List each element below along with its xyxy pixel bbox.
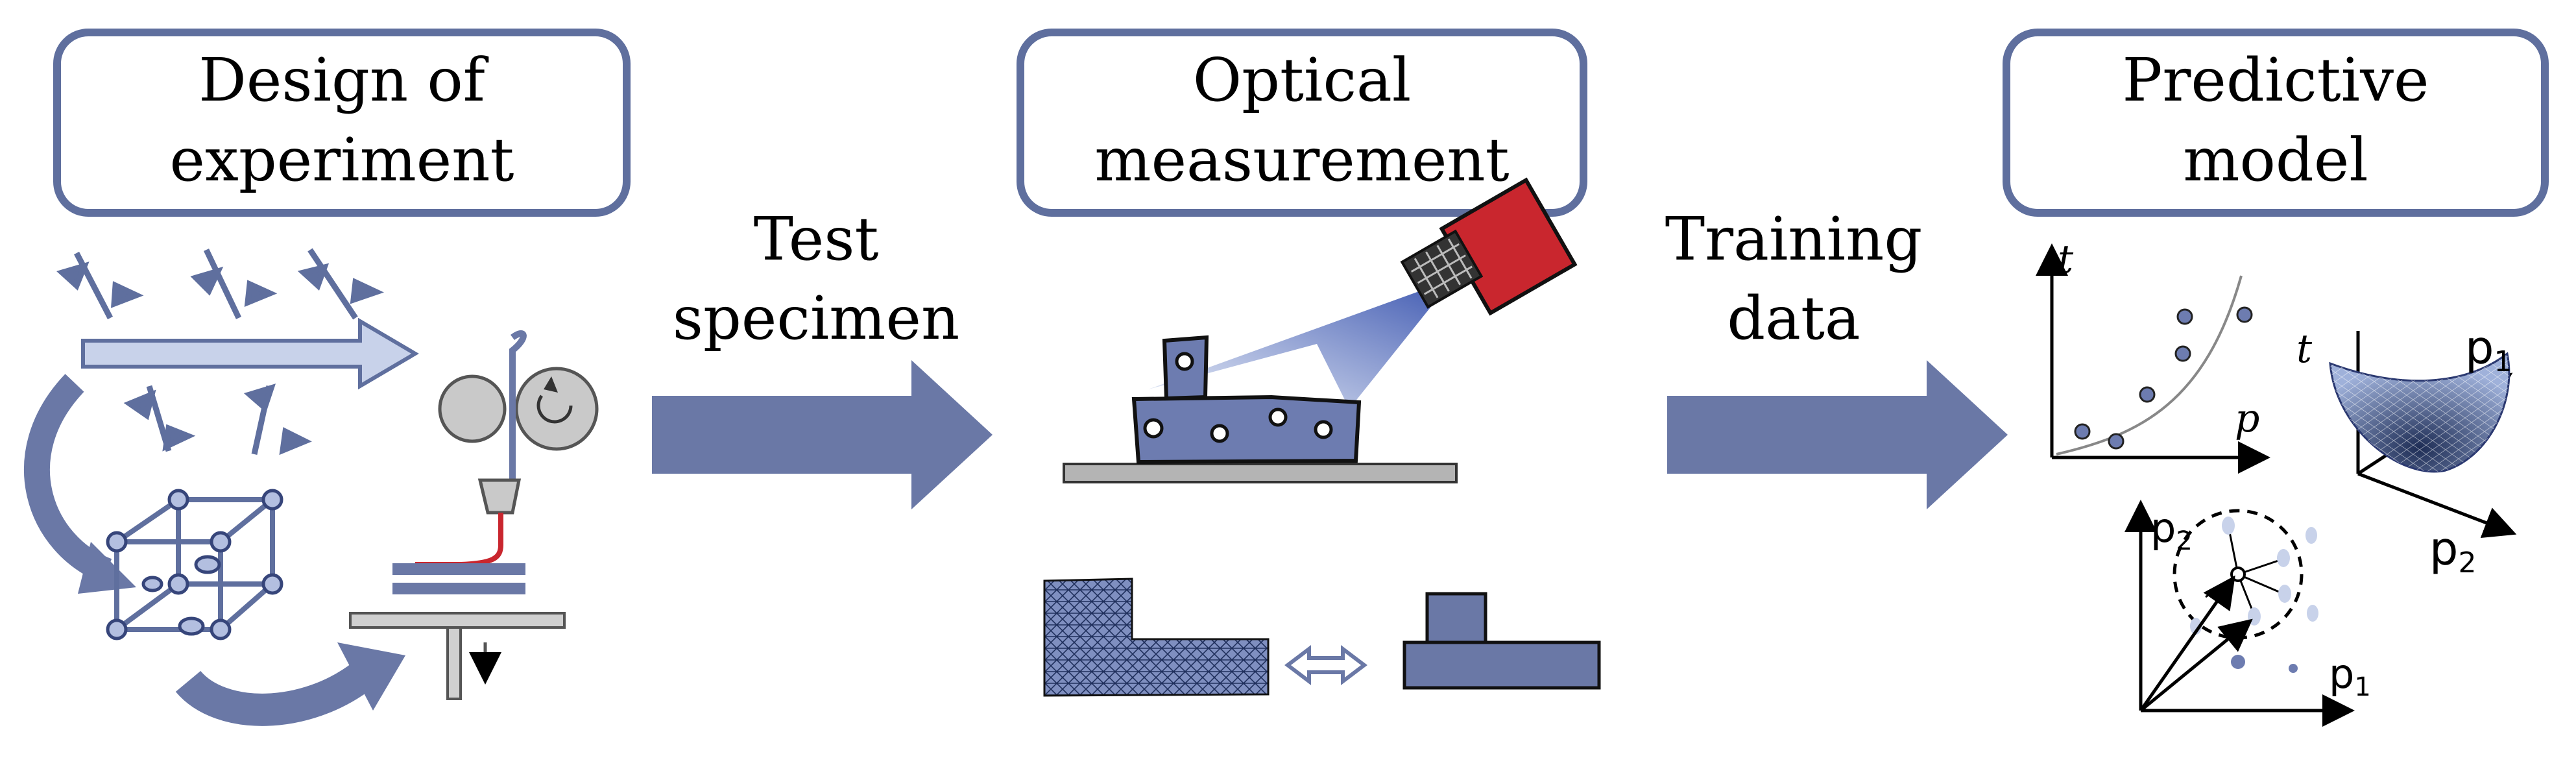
regression-plot: t p <box>2036 237 2270 474</box>
doe-cube <box>106 489 283 640</box>
axis-label-p1: p1 <box>2465 321 2512 378</box>
axis-label-p2: p2 <box>2429 522 2476 579</box>
arrow-label-line1: Training <box>1665 204 1922 274</box>
stage-title-line1: Predictive <box>2123 45 2429 115</box>
stage-title-line1: Design of <box>199 45 489 115</box>
mesh-scan <box>1043 578 1270 697</box>
stage-title-line2: model <box>2183 125 2368 195</box>
axis-label-p: p <box>2235 396 2259 441</box>
stage-box-predictive-model: Predictive model <box>2003 29 2549 217</box>
arrow-label-line2: specimen <box>673 284 959 353</box>
axis-label-p2: p2 <box>2150 504 2193 556</box>
arrow-label-line1: Test <box>754 204 879 274</box>
stage-box-optical-measurement: Optical measurement <box>1017 29 1587 217</box>
double-arrow-icon <box>1284 644 1367 686</box>
curved-arrow-1-head <box>78 542 136 594</box>
curved-arrow-1 <box>23 374 112 583</box>
knn-plot: p2 p1 <box>2125 500 2371 727</box>
arrow-label-line2: data <box>1727 284 1860 353</box>
curved-arrow-2-head <box>337 642 405 711</box>
curved-arrow-2 <box>175 661 374 726</box>
cad-model <box>1402 592 1601 690</box>
stage-title-line2: experiment <box>170 125 514 195</box>
3d-printer <box>349 330 599 700</box>
flow-arrow-shape <box>652 360 993 509</box>
axis-label-p1: p1 <box>2329 650 2371 702</box>
test-specimen <box>1063 335 1458 483</box>
axis-label-t: t <box>2296 326 2313 372</box>
arrow-training-data: Training data <box>1665 204 2008 509</box>
stage-box-design-of-experiment: Design of experiment <box>53 29 631 217</box>
flow-arrow-shape <box>1667 360 2008 509</box>
light-beam <box>1148 279 1453 409</box>
surface-plot: t p1 p2 <box>2296 321 2517 579</box>
arrow-test-specimen: Test specimen <box>652 204 993 509</box>
fishbone-diagram <box>56 248 419 456</box>
stage-title-line2: measurement <box>1094 125 1509 195</box>
stage-title-line1: Optical <box>1193 45 1412 115</box>
camera-icon <box>1400 177 1578 316</box>
axis-label-t: t <box>2058 237 2074 282</box>
